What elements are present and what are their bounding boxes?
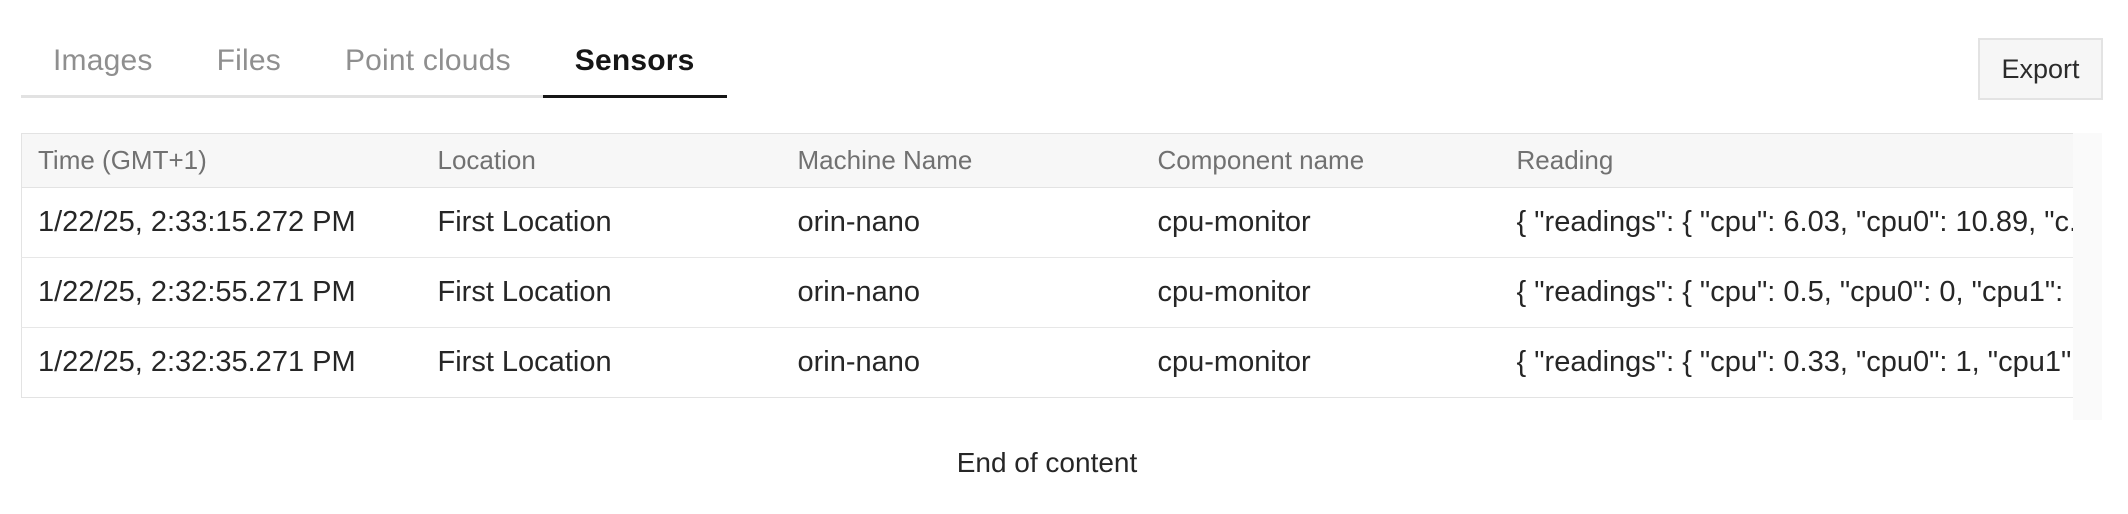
table-row[interactable]: 1/22/25, 2:32:55.271 PM First Location o… — [21, 257, 2074, 328]
tab-point-clouds[interactable]: Point clouds — [312, 26, 543, 98]
column-header-machine-name: Machine Name — [781, 133, 1142, 188]
table-row[interactable]: 1/22/25, 2:33:15.272 PM First Location o… — [21, 187, 2074, 258]
column-header-time: Time (GMT+1) — [21, 133, 422, 188]
export-button[interactable]: Export — [1978, 38, 2103, 100]
cell-time: 1/22/25, 2:32:55.271 PM — [21, 257, 422, 328]
end-of-content-message: End of content — [956, 447, 1138, 478]
cell-time: 1/22/25, 2:32:35.271 PM — [38, 346, 356, 378]
column-header-reading: Reading — [1500, 133, 2074, 188]
sensor-readings-table: Time (GMT+1) Location Machine Name Compo… — [21, 133, 2074, 398]
table-header-row: Time (GMT+1) Location Machine Name Compo… — [21, 133, 2074, 188]
cell-time: 1/22/25, 2:33:15.272 PM — [21, 187, 422, 258]
cell-machine-name: orin-nano — [781, 257, 1142, 328]
data-type-tab-bar: Images Files Point clouds Sensors — [21, 26, 727, 98]
cell-location: First Location — [421, 257, 782, 328]
cell-component-name: cpu-monitor — [1157, 346, 1311, 378]
cell-reading: { "readings": { "cpu": 0.5, "cpu0": 0, "… — [1500, 257, 2074, 328]
tab-images[interactable]: Images — [21, 26, 185, 98]
cell-component-name: cpu-monitor — [1141, 187, 1501, 258]
column-header-component-name: Component name — [1141, 133, 1501, 188]
column-header-location: Location — [421, 133, 782, 188]
sensor-table-viewport: Time (GMT+1) Location Machine Name Compo… — [21, 133, 2102, 420]
tab-files[interactable]: Files — [184, 26, 313, 98]
cell-location: First Location — [437, 346, 612, 378]
cell-reading: { "readings": { "cpu": 0.33, "cpu0": 1, … — [1516, 346, 2074, 378]
cell-machine-name: orin-nano — [781, 187, 1142, 258]
cell-component-name: cpu-monitor — [1141, 257, 1501, 328]
cell-reading: { "readings": { "cpu": 6.03, "cpu0": 10.… — [1500, 187, 2074, 258]
cell-location: First Location — [421, 187, 782, 258]
tab-sensors[interactable]: Sensors — [542, 26, 727, 98]
cell-machine-name: orin-nano — [797, 346, 921, 378]
vertical-scrollbar-gutter[interactable] — [2073, 133, 2102, 420]
table-row[interactable]: 1/22/25, 2:32:35.271 PM First Location o… — [22, 328, 2074, 398]
